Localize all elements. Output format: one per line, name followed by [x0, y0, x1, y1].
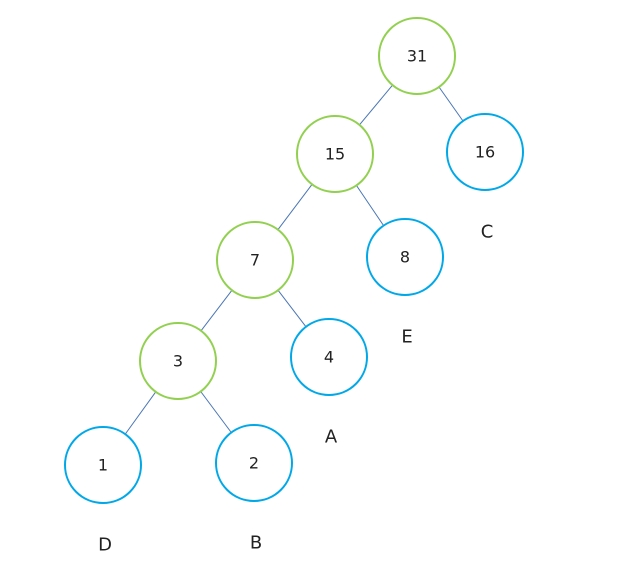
tree-node-4: 4: [290, 318, 368, 396]
leaf-captions: C E A D B: [98, 222, 493, 556]
edge-n31-n15: [359, 84, 393, 126]
edge-n7-n4: [277, 289, 307, 328]
tree-node-15: 15: [296, 115, 374, 193]
tree-node-1: 1: [64, 426, 142, 504]
node-label-1: 1: [98, 456, 108, 475]
node-label-15: 15: [325, 145, 345, 164]
tree-node-31: 31: [378, 17, 456, 95]
tree-edges: [124, 84, 464, 435]
node-circle-15: [296, 115, 374, 193]
leaf-caption-B: B: [250, 533, 262, 554]
tree-node-16: 16: [446, 113, 524, 191]
edge-n15-n8: [355, 185, 385, 226]
edge-n15-n7: [277, 183, 313, 231]
tree-node-2: 2: [215, 424, 293, 502]
node-label-3: 3: [173, 352, 183, 371]
edge-n3-n1: [124, 391, 157, 435]
node-circle-2: [215, 424, 293, 502]
edge-n3-n2: [200, 391, 232, 433]
tree-nodes: 31 15 16 7 8 3 4 1 2: [64, 17, 524, 504]
node-label-16: 16: [475, 143, 495, 162]
node-label-2: 2: [249, 454, 259, 473]
edge-n31-n16: [438, 86, 464, 122]
node-circle-3: [139, 322, 217, 400]
leaf-caption-C: C: [481, 222, 494, 243]
node-circle-16: [446, 113, 524, 191]
tree-node-8: 8: [366, 218, 444, 296]
leaf-caption-E: E: [401, 327, 412, 348]
leaf-caption-D: D: [98, 535, 112, 556]
node-circle-8: [366, 218, 444, 296]
node-circle-1: [64, 426, 142, 504]
leaf-caption-A: A: [325, 427, 338, 448]
node-circle-31: [378, 17, 456, 95]
node-label-31: 31: [407, 47, 427, 66]
node-circle-7: [216, 221, 294, 299]
node-label-8: 8: [400, 248, 410, 267]
node-circle-4: [290, 318, 368, 396]
tree-node-3: 3: [139, 322, 217, 400]
node-label-4: 4: [324, 348, 334, 367]
tree-node-7: 7: [216, 221, 294, 299]
edge-n7-n3: [200, 289, 233, 332]
node-label-7: 7: [250, 251, 260, 270]
